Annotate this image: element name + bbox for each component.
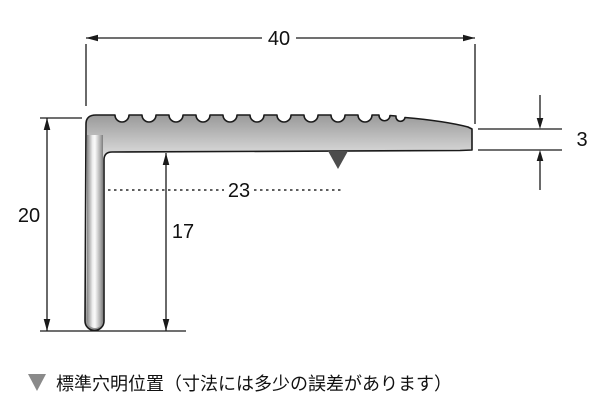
arrowhead-up: [43, 118, 51, 130]
hole-position-marker-icon: [328, 151, 348, 169]
arrowhead-down: [536, 118, 544, 129]
dimension-thickness-3: 3: [478, 95, 588, 190]
legend-triangle-icon: [28, 374, 46, 391]
arrowhead-right: [463, 34, 475, 42]
legend: 標準穴明位置（寸法には多少の誤差があります）: [28, 374, 452, 395]
dimension-hole-offset-23: 23: [108, 180, 341, 202]
arrowhead-down: [162, 319, 170, 331]
profile-leg-shading: [87, 135, 103, 328]
arrowhead-up: [162, 153, 170, 165]
arrowhead-left: [86, 34, 98, 42]
profile: [84, 114, 473, 332]
dimension-label-height: 20: [18, 205, 40, 227]
arrowhead-up: [536, 150, 544, 161]
dimension-label-thickness: 3: [576, 129, 587, 151]
legend-caption: 標準穴明位置（寸法には多少の誤差があります）: [56, 374, 452, 395]
arrowhead-down: [43, 319, 51, 331]
profile-body: [85, 115, 472, 331]
profile-outline: [84, 114, 473, 332]
dimension-label-width: 40: [268, 28, 290, 50]
dimension-label-hole-offset: 23: [228, 180, 250, 202]
dimension-height-20: 20: [18, 117, 186, 332]
dimension-width-40: 40: [85, 28, 476, 124]
dimension-label-inner-height: 17: [172, 221, 194, 243]
dimension-inner-height-17: 17: [162, 153, 194, 331]
